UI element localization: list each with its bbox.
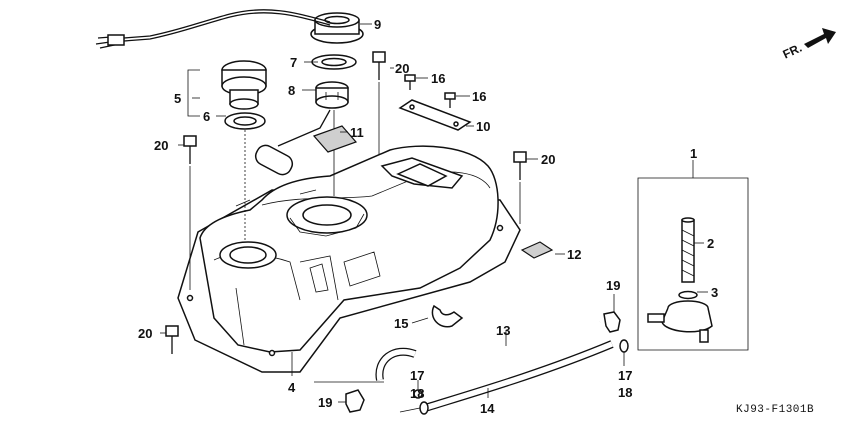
callout-4: 4 [288,380,296,395]
fuel-hose-14[interactable] [375,340,614,412]
leader-lines [160,23,708,413]
fuel-cock-o-ring[interactable] [678,290,698,300]
callout-13: 13 [496,323,510,338]
fuel-unit-ring[interactable] [311,54,357,70]
flange-bolt-left[interactable] [183,135,197,164]
callout-20-top: 20 [395,61,409,76]
flange-bolt-bottom[interactable] [165,325,179,354]
callout-11: 11 [350,125,364,140]
callout-20-bottom: 20 [138,326,152,341]
callout-20-left: 20 [154,138,168,153]
hose-clip-19-left[interactable] [345,389,365,413]
fuel-hose-13[interactable] [414,319,601,357]
hose-clamp-18-right[interactable] [619,339,629,353]
callout-17-right: 17 [618,368,632,383]
callout-1: 1 [690,146,697,161]
callout-3: 3 [711,285,718,300]
callout-19-right: 19 [606,278,620,293]
fuel-strainer[interactable] [681,217,695,283]
callout-5: 5 [174,91,181,106]
callout-18-right: 18 [618,385,632,400]
front-direction-label: FR. [781,41,804,62]
fuel-unit[interactable] [253,81,349,178]
tank-stay[interactable] [398,99,472,131]
callout-16-lower: 16 [472,89,486,104]
fuel-cock-frame [637,177,749,351]
caution-label[interactable] [520,241,554,259]
callout-10: 10 [476,119,490,134]
callout-20-right: 20 [541,152,555,167]
callout-14: 14 [480,401,495,416]
gauge-wire-harness[interactable] [95,9,331,49]
flange-bolt-right[interactable] [513,151,527,180]
hose-clip-19-right[interactable] [603,311,621,333]
callout-19-left: 19 [318,395,332,410]
diagram-reference-code: KJ93-F1301B [736,404,814,416]
callout-7: 7 [290,55,297,70]
filler-cap-gasket[interactable] [224,112,266,130]
bolt-16-upper[interactable] [404,74,416,90]
callout-9: 9 [374,17,381,32]
callout-12: 12 [567,247,581,262]
callout-15: 15 [394,316,408,331]
hose-clamp-18-left[interactable] [419,401,429,415]
callout-16-upper: 16 [431,71,445,86]
fuel-tank[interactable] [177,145,521,373]
flange-bolt-top[interactable] [372,51,386,80]
filler-cap[interactable] [221,60,267,110]
fuel-cock-body[interactable] [647,300,713,343]
callout-8: 8 [288,83,295,98]
callout-17-left: 17 [410,368,424,383]
callout-18-left: 18 [410,386,424,401]
hose-clip-15[interactable] [431,304,464,328]
bolt-16-lower[interactable] [444,92,456,108]
callout-6: 6 [203,109,210,124]
callout-2: 2 [707,236,714,251]
front-direction-arrow-icon [804,28,836,48]
fuel-unit-lock-nut[interactable] [310,12,364,44]
information-label[interactable] [312,125,358,153]
